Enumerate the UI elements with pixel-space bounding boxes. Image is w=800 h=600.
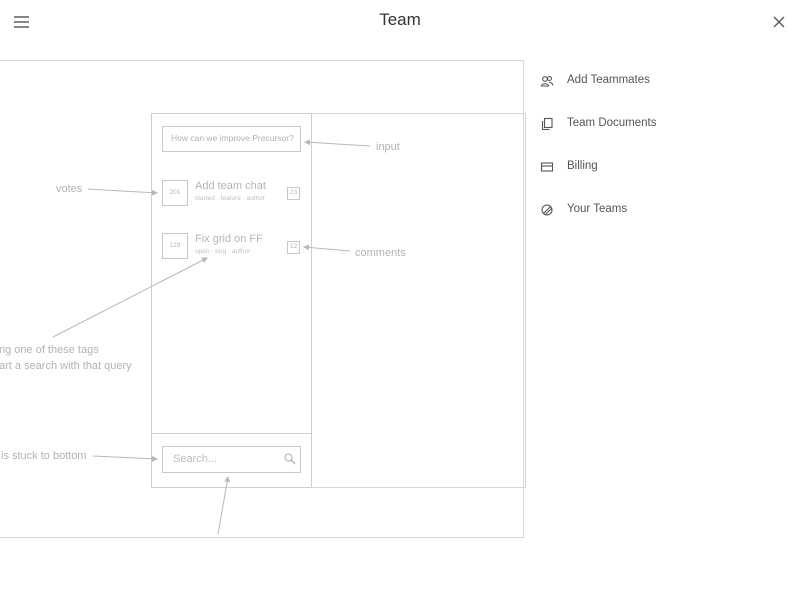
panel-footer-divider	[151, 433, 312, 434]
menu-item-add-teammates[interactable]: Add Teammates	[536, 60, 786, 103]
item-tags: started · feature · author	[195, 195, 266, 202]
menu-item-team-documents[interactable]: Team Documents	[536, 103, 786, 146]
wireframe-canvas	[0, 60, 524, 538]
vote-count-box: 201	[162, 180, 188, 206]
vote-count-box: 129	[162, 233, 188, 259]
search-icon	[284, 453, 296, 465]
item-title: Add team chat	[195, 180, 266, 192]
annotation-input: input	[376, 141, 400, 153]
close-button[interactable]	[768, 11, 790, 33]
menu-item-label: Team Documents	[567, 117, 657, 129]
side-menu: Add Teammates Team Documents Billing You…	[536, 60, 786, 232]
menu-item-label: Your Teams	[567, 203, 628, 215]
annotation-stuck: is stuck to bottom	[1, 450, 87, 462]
menu-button[interactable]	[10, 12, 34, 32]
documents-icon	[541, 117, 553, 131]
item-title: Fix grid on FF	[195, 233, 263, 245]
annotation-comments: comments	[355, 247, 406, 259]
improve-input-mock: How can we improve Precursor?	[162, 126, 301, 152]
comment-count-box: 12	[287, 241, 300, 254]
wireframe-feedback-panel	[151, 113, 312, 488]
menu-item-label: Billing	[567, 160, 598, 172]
teams-icon	[541, 204, 553, 216]
comment-count-box: 23	[287, 187, 300, 200]
add-teammates-icon	[540, 75, 554, 87]
menu-item-billing[interactable]: Billing	[536, 146, 786, 189]
page-title: Team	[379, 10, 421, 29]
item-tags: open · bug · author	[195, 248, 251, 255]
hamburger-icon	[14, 16, 29, 28]
annotation-votes: votes	[56, 183, 83, 195]
credit-card-icon	[540, 162, 554, 172]
search-field[interactable]	[162, 446, 301, 473]
top-bar: Team	[0, 0, 800, 44]
menu-item-your-teams[interactable]: Your Teams	[536, 189, 786, 232]
annotation-tags-line1: ng one of these tags	[0, 344, 99, 356]
close-icon	[773, 16, 785, 28]
menu-item-label: Add Teammates	[567, 74, 650, 86]
annotation-tags-line2: art a search with that query	[0, 360, 132, 372]
search-input[interactable]	[163, 447, 283, 471]
